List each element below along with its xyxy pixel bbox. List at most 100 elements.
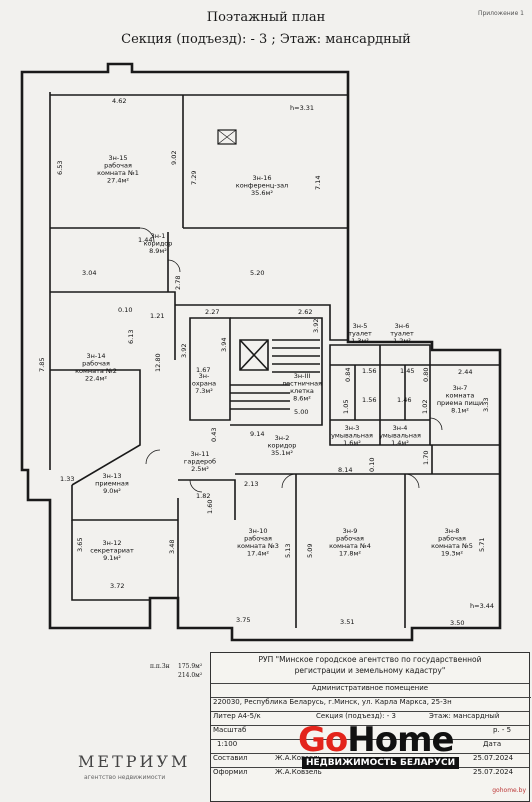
- room-label-line: 3н-1: [151, 232, 166, 240]
- stamp-row-scale: 1:100 Дата: [211, 739, 529, 753]
- dim-785: 7.85: [38, 358, 46, 372]
- dim-156b: 1.56: [362, 396, 376, 404]
- guard-room: [189, 317, 231, 421]
- dim-102: 1.02: [421, 400, 429, 414]
- dim-351: 3.51: [340, 618, 354, 626]
- dim-h344: h=3.44: [470, 602, 494, 610]
- room-label-line: 22.4м²: [85, 375, 107, 383]
- room-label-line: 17.8м²: [339, 550, 361, 558]
- dim-613: 6.13: [127, 330, 135, 344]
- dim-170: 1.70: [422, 451, 430, 465]
- dim-365: 3.65: [76, 538, 84, 552]
- room-label-line: рабочая: [104, 162, 132, 170]
- gohome-subtitle: НЕДВИЖИМОСТЬ БЕЛАРУСИ: [302, 757, 460, 769]
- room-label-line: 3н-8: [445, 527, 460, 535]
- room-label-line: 3н-6: [395, 322, 410, 330]
- dim-304: 3.04: [82, 269, 96, 277]
- metrium-tagline: агентство недвижимости: [84, 774, 166, 781]
- room-label-line: 17.4м²: [247, 550, 269, 558]
- room-label-line: рабочая: [244, 535, 272, 543]
- gohome-watermark: gohome.by: [492, 787, 526, 794]
- wall-r14-r13: [50, 369, 141, 486]
- stamp-litera: Литер А4-5/к: [213, 712, 261, 720]
- dim-262: 2.62: [298, 308, 312, 316]
- appendix-label: Приложение 1: [477, 10, 524, 17]
- room-label-line: 3н-10: [248, 527, 267, 535]
- stamp-compiled-name: Ж.А.Ковзель: [275, 754, 322, 762]
- room-label-line: 3н-4: [393, 424, 408, 432]
- dim-043: 0.43: [210, 428, 218, 442]
- stamp-row-litera: Литер А4-5/к Секция (подъезд): - 3 Этаж:…: [211, 711, 529, 725]
- room-label-line: 3н-12: [102, 539, 121, 547]
- room-label-line: 1.3м²: [351, 337, 369, 345]
- dim-653: 6.53: [56, 161, 64, 175]
- stamp-address: 220030, Республика Беларусь, г.Минск, ул…: [211, 697, 531, 711]
- room-label-line: 2.5м²: [191, 465, 209, 473]
- room-label-line: 3н-13: [102, 472, 121, 480]
- totals-value-2: 214.0м²: [178, 672, 203, 679]
- room-label-line: 3н-7: [453, 384, 468, 392]
- room-label-line: коридор: [268, 442, 297, 450]
- wall-r13: [71, 485, 178, 521]
- dim-156a: 1.56: [362, 367, 376, 375]
- room-label-line: комната №5: [431, 542, 473, 550]
- room-label-line: рабочая: [336, 535, 364, 543]
- stamp-scale-heading: Масштаб: [213, 726, 247, 734]
- room-label-line: гардероб: [184, 458, 216, 466]
- dim-348: 3.48: [168, 540, 176, 554]
- dim-1280: 12.80: [154, 353, 162, 372]
- dim-182: 1.82: [196, 492, 210, 500]
- room-label-line: 8.9м²: [149, 247, 167, 255]
- gohome-logo: GoHome: [298, 720, 455, 760]
- dim-105: 1.05: [342, 400, 350, 414]
- room-label-line: клетка: [290, 387, 314, 395]
- stamp-section: Секция (подъезд): - 3: [316, 712, 396, 720]
- dim-520: 5.20: [250, 269, 264, 277]
- room-label-line: комната №2: [75, 367, 117, 375]
- room-label-line: умывальная: [379, 432, 421, 440]
- dim-145: 1.45: [400, 367, 414, 375]
- stamp-compiled-heading: Составил: [213, 754, 248, 762]
- dim-333: 3.33: [482, 398, 490, 412]
- room-label-line: 3н-2: [275, 434, 290, 442]
- room-label-line: 3н-: [199, 372, 210, 380]
- room-label-line: 3н-9: [343, 527, 358, 535]
- dim-331: h=3.31: [290, 104, 314, 112]
- stamp-org2: регистрации и земельному кадастру": [294, 666, 446, 675]
- room-label-line: охрана: [192, 380, 216, 388]
- dim-167: 1.67: [196, 366, 210, 374]
- dim-146: 1.46: [397, 396, 411, 404]
- stamp-floor: Этаж: мансардный: [429, 712, 500, 720]
- stair-room: [230, 317, 323, 426]
- room-label-line: рабочая: [438, 535, 466, 543]
- room-label-line: 1.2м²: [393, 337, 411, 345]
- dim-010b: 0.10: [368, 458, 376, 472]
- dim-350: 3.50: [450, 619, 464, 627]
- wall-corridor-h: [50, 291, 176, 360]
- dim-394: 3.94: [220, 338, 228, 352]
- dim-080: 0.80: [422, 368, 430, 382]
- stamp-org: РУП "Минское городское агентство по госу…: [258, 655, 482, 664]
- dim-372: 3.72: [110, 582, 124, 590]
- room-label-line: туалет: [390, 330, 414, 338]
- stamp-issued-date: 25.07.2024: [473, 768, 514, 776]
- room-label-line: 8.6м²: [293, 395, 311, 403]
- room-label-line: коридор: [144, 240, 173, 248]
- gohome-go: Go: [298, 720, 348, 760]
- dim-392a: 3.92: [180, 344, 188, 358]
- room-label-line: 35.1м²: [271, 449, 293, 457]
- room-label-line: 7.3м²: [195, 387, 213, 395]
- stamp-row-issued: Оформил Ж.А.Ковзель 25.07.2024: [211, 767, 529, 781]
- stamp-date-heading: Дата: [483, 740, 502, 748]
- room-label-line: 9.0м²: [103, 487, 121, 495]
- metrium-logo: МЕТРИУМ: [78, 752, 191, 771]
